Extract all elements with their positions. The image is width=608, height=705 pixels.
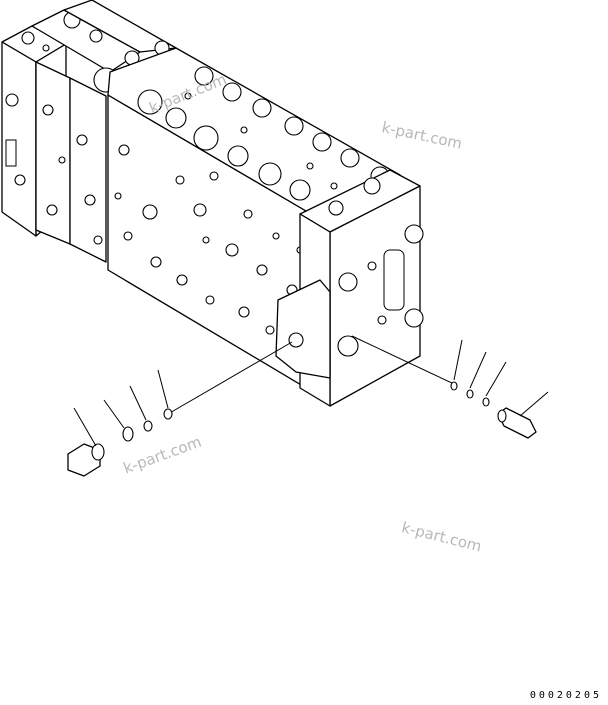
plug-right (497, 407, 537, 439)
drawing-code: 00020205 (529, 690, 602, 701)
leader-plug-left (73, 407, 97, 447)
leader-oring-left (157, 369, 169, 409)
leader-backup-left (129, 385, 147, 421)
leader-plug-right (519, 391, 549, 417)
top-ports (137, 66, 390, 201)
valve-body (1, 0, 424, 407)
washer-left (122, 426, 134, 442)
plug-left (67, 443, 105, 477)
backup-ring-right (482, 397, 490, 407)
assembly-line-left (167, 341, 293, 415)
leader-oring-right-2 (469, 351, 487, 389)
o-ring-right-1 (450, 381, 458, 391)
side-holes (114, 144, 304, 335)
leader-oring-right-1 (453, 339, 463, 381)
flange-block (275, 279, 331, 379)
backup-ring-left (143, 420, 153, 432)
o-ring-right-2 (466, 389, 474, 399)
left-plug-assembly (67, 341, 293, 477)
leader-backup-right (485, 361, 507, 397)
leader-washer-left (103, 399, 125, 429)
right-plug-assembly (351, 335, 549, 439)
section-2 (31, 9, 141, 245)
assembly-line-right (351, 335, 455, 385)
o-ring-left (163, 408, 173, 420)
